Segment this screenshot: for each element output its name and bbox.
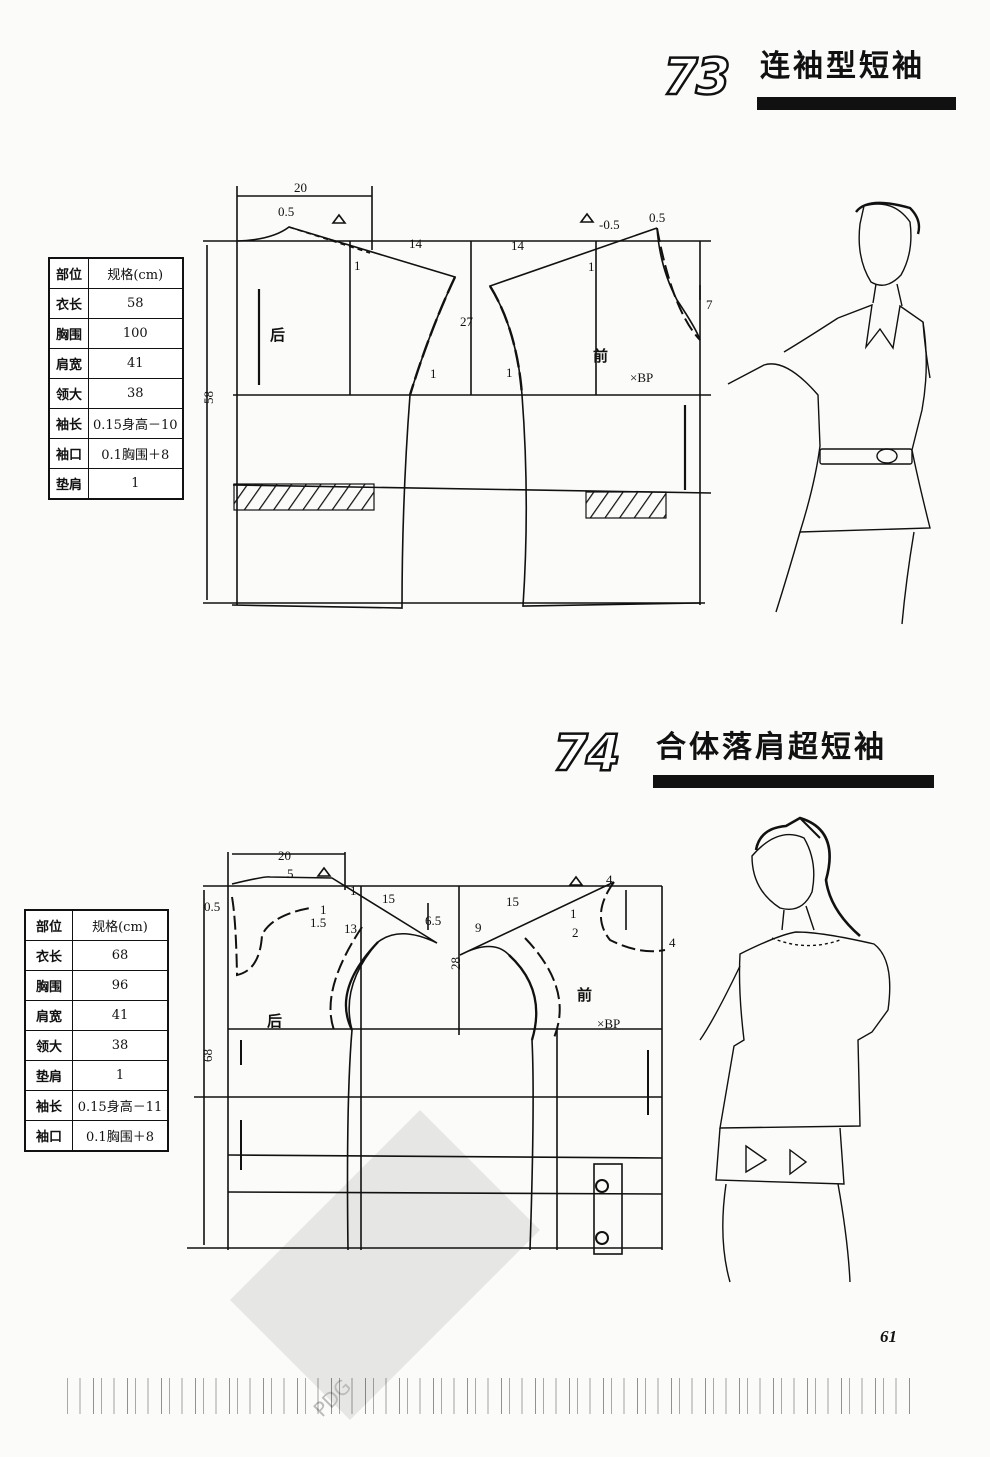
pattern-drawing-73: 20 0.5 14 1 后 1 27 58 14 1 -0.5 0.5 7 前 … (201, 180, 931, 625)
dim-label: 1 (430, 366, 437, 381)
dim-label: 1 (588, 259, 595, 274)
table-cell: 100 (88, 318, 183, 349)
front-pocket-hatch (585, 491, 667, 519)
dim-label: 1 (354, 258, 361, 273)
figure-sketch-73 (727, 201, 931, 625)
back-piece-label: 后 (270, 326, 285, 344)
table-cell: 41 (88, 348, 183, 379)
table-cell: 0.15身高－11 (72, 1090, 169, 1121)
table-cell: 0.15身高－10 (88, 408, 183, 439)
dim-label: 1 (320, 902, 327, 917)
table-cell: 袖口 (48, 438, 89, 469)
dim-label: 15 (506, 894, 519, 909)
dim-label: 14 (409, 236, 423, 251)
table-cell: 垫肩 (48, 468, 89, 500)
section-title: 连袖型短袖 (760, 49, 925, 84)
table-cell: 衣长 (24, 940, 73, 971)
dim-label: 6.5 (425, 913, 441, 928)
table-header-cell: 规格(cm) (72, 909, 169, 941)
page-number: 61 (880, 1327, 897, 1346)
table-cell: 肩宽 (48, 348, 89, 379)
dim-label: 20 (294, 180, 307, 195)
dim-label: 0.5 (649, 210, 665, 225)
dim-label: -0.5 (599, 217, 620, 232)
title-underline (653, 775, 934, 788)
front-piece-label: 前 (593, 347, 608, 365)
table-cell: 38 (88, 378, 183, 409)
dim-label: 15 (382, 891, 395, 906)
watermark-seal (230, 1110, 540, 1420)
dim-label: 27 (460, 314, 474, 329)
table-cell: 1 (88, 468, 183, 500)
table-cell: 领大 (24, 1030, 73, 1061)
table-cell: 垫肩 (24, 1060, 73, 1091)
dim-label: 20 (278, 848, 291, 863)
table-header-row: 部位 规格(cm) (48, 257, 183, 289)
table-cell: 1 (72, 1060, 169, 1091)
dim-label: 1 (506, 365, 513, 380)
table-cell: 胸围 (24, 970, 73, 1001)
dim-label: 58 (201, 391, 216, 404)
table-cell: 41 (72, 1000, 169, 1031)
table-cell: 袖长 (24, 1090, 73, 1121)
table-cell: 肩宽 (24, 1000, 73, 1031)
dim-label: 68 (200, 1049, 215, 1062)
table-cell: 38 (72, 1030, 169, 1061)
table-cell: 0.1胸围＋8 (88, 438, 183, 469)
dim-label: 9 (475, 920, 482, 935)
front-piece-label: 前 (577, 986, 592, 1004)
table-cell: 58 (88, 288, 183, 319)
table-cell: 96 (72, 970, 169, 1001)
dim-label: 4 (669, 935, 676, 950)
title-underline (757, 97, 956, 110)
table-header-cell: 部位 (24, 909, 73, 941)
table-cell: 68 (72, 940, 169, 971)
dim-label: 0.5 (278, 204, 294, 219)
dim-label: 5 (287, 866, 294, 881)
dim-label: 28 (448, 957, 463, 970)
bp-label: ×BP (597, 1016, 620, 1031)
section-title: 合体落肩超短袖 (656, 730, 887, 765)
dim-label: 13 (344, 921, 357, 936)
back-pocket-hatch (233, 483, 375, 511)
section-number: 74 (552, 724, 622, 782)
table-cell: 胸围 (48, 318, 89, 349)
dim-label: 7 (706, 297, 713, 312)
back-piece-label: 后 (267, 1012, 282, 1030)
table-header-cell: 规格(cm) (88, 257, 183, 289)
dim-label: 2 (572, 925, 579, 940)
dim-label: 0.5 (204, 899, 220, 914)
dim-label: 14 (511, 238, 525, 253)
scan-artifact-strip (60, 1378, 910, 1414)
table-cell: 袖口 (24, 1120, 73, 1152)
table-header-row: 部位 规格(cm) (24, 909, 169, 941)
dim-label: 1 (570, 906, 577, 921)
section-number: 73 (662, 48, 732, 106)
dim-label: 4 (606, 872, 613, 887)
bp-label: ×BP (630, 370, 653, 385)
dim-label: 1 (350, 883, 357, 898)
figure-sketch-74 (699, 816, 891, 1283)
dim-label: 1.5 (310, 915, 326, 930)
table-cell: 0.1胸围＋8 (72, 1120, 169, 1152)
